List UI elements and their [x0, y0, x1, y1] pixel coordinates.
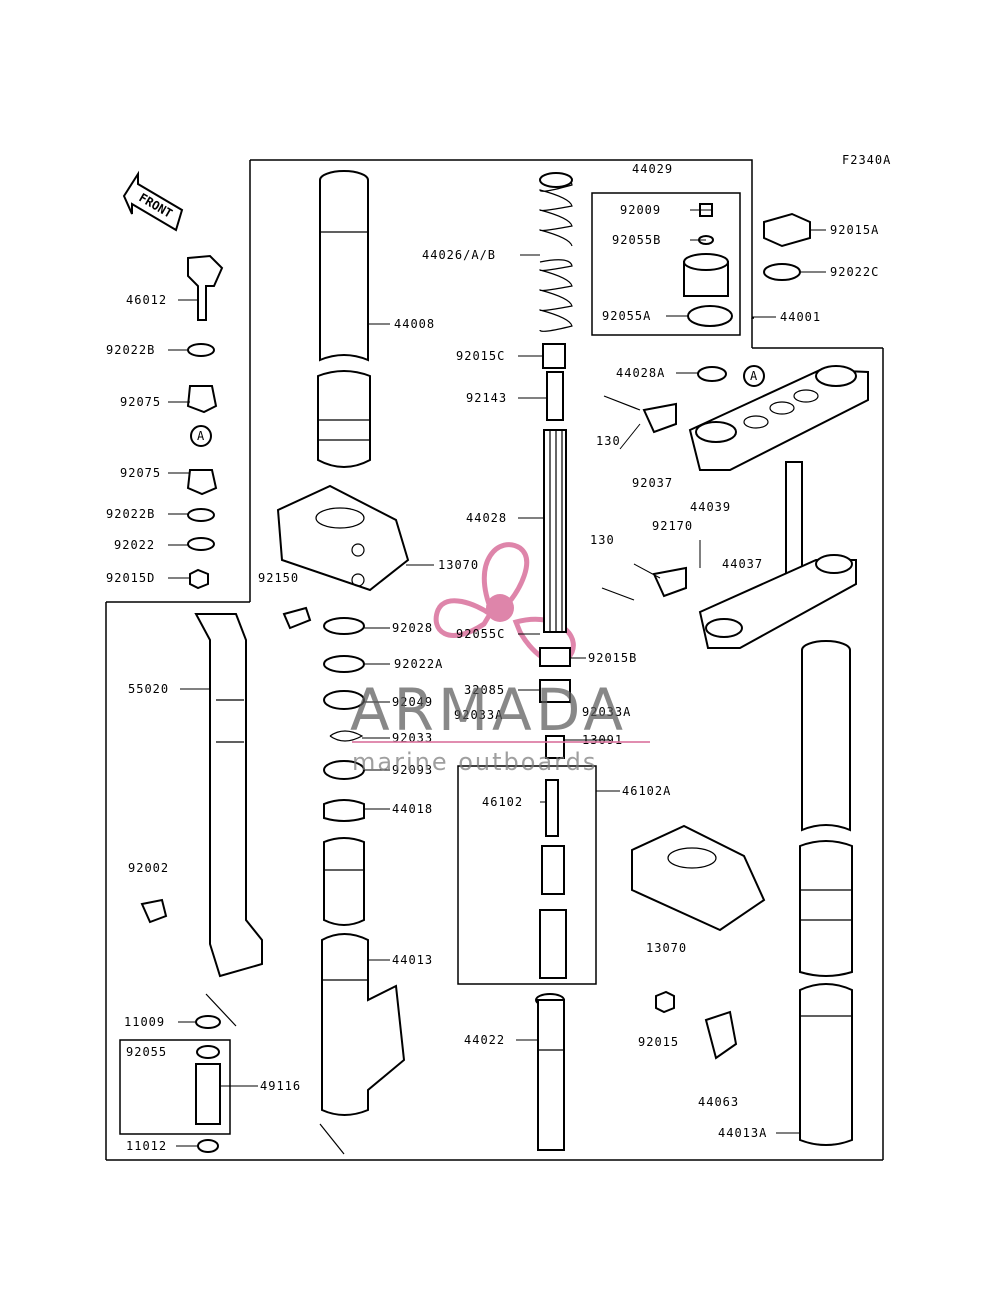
- bleed-valve-49116: [195, 1015, 221, 1153]
- armada-watermark: ARMADA marine outboards: [350, 676, 650, 776]
- part-label-44028: 44028: [466, 511, 507, 525]
- part-label-46102A: 46102A: [622, 784, 671, 798]
- part-label-92028: 92028: [392, 621, 433, 635]
- part-label-44018: 44018: [392, 802, 433, 816]
- part-label-44008: 44008: [394, 317, 435, 331]
- part-label-92009: 92009: [620, 203, 661, 217]
- part-label-49116: 49116: [260, 1079, 301, 1093]
- axle-holder-upper: [276, 484, 410, 630]
- part-label-92075-upper: 92075: [120, 395, 161, 409]
- fork-tube-44008: [317, 170, 371, 468]
- outer-tube-44013: [321, 837, 406, 1116]
- fork-guard-55020: [140, 613, 263, 978]
- leader-lines: [168, 209, 826, 1147]
- part-label-92022C: 92022C: [830, 265, 879, 279]
- seal-stack: [323, 617, 365, 822]
- top-nut-washer: [763, 212, 811, 281]
- fork-cap-assembly: [683, 203, 733, 327]
- part-label-44063: 44063: [698, 1095, 739, 1109]
- ref-marker-a-right: A: [743, 365, 765, 387]
- reference-ticks: [205, 993, 345, 1155]
- diagram-code: F2340A: [842, 153, 891, 167]
- part-label-44013: 44013: [392, 953, 433, 967]
- watermark-tagline: marine outboards: [352, 748, 597, 776]
- part-label-92055C: 92055C: [456, 627, 505, 641]
- watermark-brand: ARMADA: [350, 676, 627, 744]
- part-labels: F2340A 44029 92009 92055B 92055A 92015A …: [106, 153, 891, 1153]
- part-label-32085: 32085: [464, 683, 505, 697]
- part-label-92033A-left: 92033A: [454, 708, 503, 722]
- part-label-92093: 92093: [392, 763, 433, 777]
- part-label-13070-lower: 13070: [646, 941, 687, 955]
- part-label-130-upper: 130: [596, 434, 621, 448]
- axle-nut-and-clamp: [655, 990, 738, 1060]
- part-label-44022: 44022: [464, 1033, 505, 1047]
- part-label-46012: 46012: [126, 293, 167, 307]
- diagram-frame: [105, 159, 884, 1161]
- damper-rod-44028: [539, 343, 571, 667]
- part-label-55020: 55020: [128, 682, 169, 696]
- valve-rod-46102: [539, 679, 571, 979]
- part-label-44028A: 44028A: [616, 366, 665, 380]
- piston-rod-44022: [535, 993, 565, 1151]
- part-label-92143: 92143: [466, 391, 507, 405]
- fork-spring-44026: [539, 172, 573, 332]
- lower-triple-clamp: [601, 461, 857, 649]
- part-label-92022A: 92022A: [394, 657, 443, 671]
- part-label-44037: 44037: [722, 557, 763, 571]
- part-label-44013A: 44013A: [718, 1126, 767, 1140]
- part-label-44026: 44026/A/B: [422, 248, 496, 262]
- part-label-13070-upper: 13070: [438, 558, 479, 572]
- ref-marker-a-left-text: A: [197, 429, 205, 443]
- part-label-92055B: 92055B: [612, 233, 661, 247]
- part-label-46102: 46102: [482, 795, 523, 809]
- part-label-11012: 11012: [126, 1139, 167, 1153]
- axle-holder-lower: [631, 824, 766, 932]
- part-label-13091: 13091: [582, 733, 623, 747]
- part-label-44029: 44029: [632, 162, 673, 176]
- part-label-92170: 92170: [652, 519, 693, 533]
- part-label-92049: 92049: [392, 695, 433, 709]
- part-label-92150: 92150: [258, 571, 299, 585]
- part-label-92015C: 92015C: [456, 349, 505, 363]
- upper-triple-clamp: [603, 365, 869, 471]
- part-label-92075-lower: 92075: [120, 466, 161, 480]
- part-label-92022B-lower: 92022B: [106, 507, 155, 521]
- part-label-92055A: 92055A: [602, 309, 651, 323]
- fork-tube-right: [799, 640, 853, 1146]
- front-arrow-icon: FRONT: [122, 170, 184, 232]
- part-label-92002: 92002: [128, 861, 169, 875]
- part-label-92022: 92022: [114, 538, 155, 552]
- left-small-parts: [186, 254, 224, 590]
- ref-marker-a-right-text: A: [750, 369, 758, 383]
- part-label-11009: 11009: [124, 1015, 165, 1029]
- part-label-92055: 92055: [126, 1045, 167, 1059]
- part-label-92015: 92015: [638, 1035, 679, 1049]
- part-label-92033A-right: 92033A: [582, 705, 631, 719]
- part-label-92015D: 92015D: [106, 571, 155, 585]
- part-label-130-lower: 130: [590, 533, 615, 547]
- part-label-92015A: 92015A: [830, 223, 879, 237]
- part-label-44039: 44039: [690, 500, 731, 514]
- ref-marker-a-left: A: [190, 425, 212, 447]
- part-label-44001: 44001: [780, 310, 821, 324]
- part-label-92015B: 92015B: [588, 651, 637, 665]
- part-label-92022B-upper: 92022B: [106, 343, 155, 357]
- part-label-92037: 92037: [632, 476, 673, 490]
